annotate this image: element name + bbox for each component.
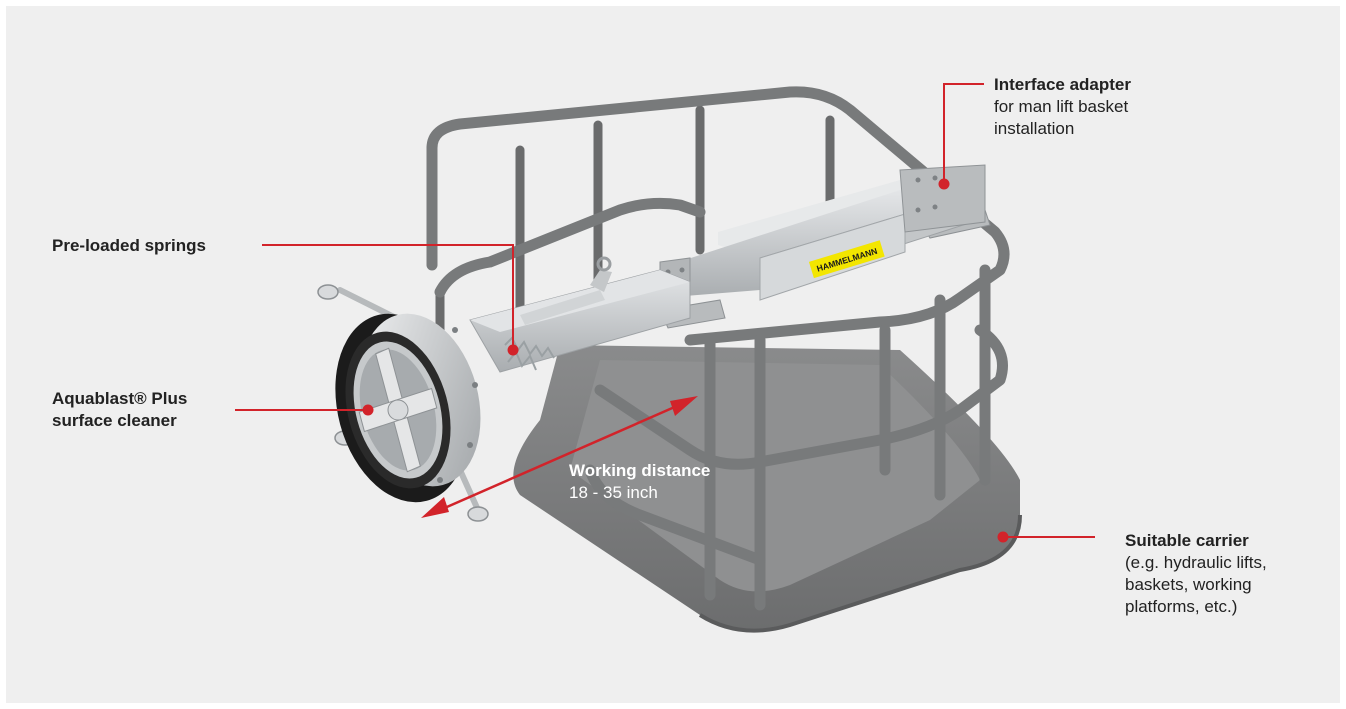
working-distance-arrow	[421, 396, 698, 518]
interface-adapter-desc-2: installation	[994, 119, 1075, 138]
basket	[426, 86, 1022, 633]
cleaner-title-1: Aquablast® Plus	[52, 389, 188, 408]
carrier-desc-2: baskets, working	[1125, 575, 1252, 594]
carrier-label: Suitable carrier (e.g. hydraulic lifts, …	[1125, 530, 1267, 618]
cleaner-dot	[362, 404, 374, 416]
working-distance-value: 18 - 35 inch	[569, 483, 658, 502]
working-distance-title: Working distance	[569, 461, 711, 480]
basket-tray-rim	[698, 514, 1022, 633]
springs-leader	[262, 244, 514, 350]
interface-adapter-assembly: HAMMELMANN	[469, 164, 991, 373]
springs-title: Pre-loaded springs	[52, 236, 206, 255]
carrier-desc-3: platforms, etc.)	[1125, 597, 1238, 616]
carrier-title: Suitable carrier	[1125, 531, 1249, 550]
cleaner-title-2: surface cleaner	[52, 411, 177, 430]
interface-adapter-desc-1: for man lift basket	[994, 97, 1129, 116]
basket-rails	[426, 86, 1010, 611]
interface-adapter-dot	[938, 178, 950, 190]
cleaner-label: Aquablast® Plus surface cleaner	[52, 388, 187, 432]
interface-adapter-title: Interface adapter	[994, 75, 1131, 94]
basket-floor-inner	[570, 360, 980, 592]
surface-cleaner	[317, 284, 489, 522]
working-distance-label: Working distance 18 - 35 inch	[569, 460, 710, 504]
hammelmann-sticker	[808, 240, 885, 279]
callout-dots	[362, 178, 1009, 543]
carrier-dot	[997, 531, 1009, 543]
callout-lines	[235, 83, 1095, 538]
interface-adapter-label: Interface adapter for man lift basket in…	[994, 74, 1131, 140]
springs-label: Pre-loaded springs	[52, 235, 206, 257]
springs-dot	[507, 344, 519, 356]
interface-adapter-leader	[943, 83, 984, 184]
carrier-desc-1: (e.g. hydraulic lifts,	[1125, 553, 1267, 572]
